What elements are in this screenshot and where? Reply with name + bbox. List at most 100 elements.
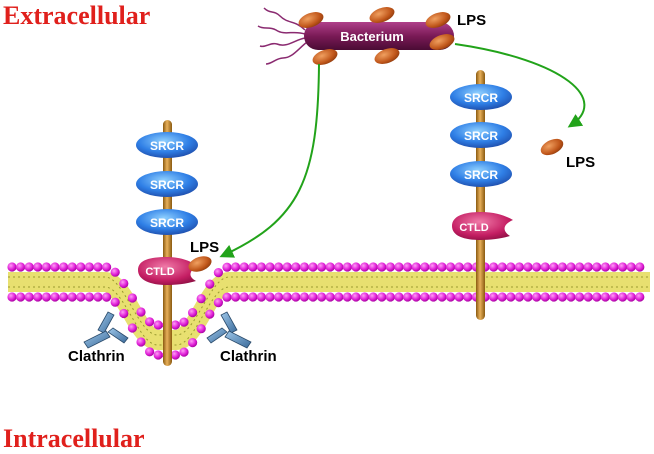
lipid-head <box>609 292 619 302</box>
clathrin-icon <box>83 311 129 349</box>
lipid-head <box>385 292 395 302</box>
lipid-head <box>170 350 180 360</box>
bacterium: Bacterium LPS <box>257 7 486 65</box>
lipid-head <box>299 262 309 272</box>
lipid-head <box>454 262 464 272</box>
lipid-head <box>394 262 404 272</box>
lipid-head <box>583 262 593 272</box>
lipid-head <box>342 292 352 302</box>
srcr-domain: SRCR <box>136 209 198 235</box>
lipid-head <box>196 324 206 334</box>
lipid-head <box>274 262 284 272</box>
lipid-head <box>497 292 507 302</box>
lipid-head <box>239 292 249 302</box>
lipid-head <box>454 292 464 302</box>
lipid-head <box>33 262 43 272</box>
receptor-left: SRCR SRCR SRCR CTLD LPS <box>136 120 219 366</box>
lipid-head <box>222 262 232 272</box>
bacterium-label: Bacterium <box>340 29 404 44</box>
lipid-head <box>334 292 344 302</box>
lipid-head <box>59 292 69 302</box>
lipid-head <box>506 262 516 272</box>
srcr-domain: SRCR <box>136 171 198 197</box>
lipid-head <box>291 292 301 302</box>
lipid-head <box>540 292 550 302</box>
lipid-head <box>523 262 533 272</box>
lipid-head <box>93 262 103 272</box>
lipid-head <box>136 307 146 317</box>
lipid-head <box>282 292 292 302</box>
lipid-head <box>549 292 559 302</box>
lipid-head <box>110 267 120 277</box>
ctld-domain: CTLD <box>452 212 513 240</box>
lipid-head <box>188 308 198 318</box>
lipid-head <box>428 292 438 302</box>
lipid-head <box>274 292 284 302</box>
clathrin-right: Clathrin <box>206 311 277 365</box>
lipid-head <box>437 292 447 302</box>
lipid-head <box>102 292 112 302</box>
lipid-head <box>351 292 361 302</box>
lipid-head <box>532 262 542 272</box>
lipid-head <box>609 262 619 272</box>
clathrin-label-left: Clathrin <box>68 348 125 365</box>
svg-text:SRCR: SRCR <box>150 216 184 230</box>
lipid-head <box>317 262 327 272</box>
lipid-head <box>360 292 370 302</box>
lipid-bilayer <box>7 262 650 360</box>
lipid-head <box>153 320 163 330</box>
bacterium-lps <box>298 7 455 65</box>
lipid-head <box>540 262 550 272</box>
arrow-to-free-lps <box>454 43 586 128</box>
lipid-head <box>360 262 370 272</box>
bacterium-body <box>304 22 454 50</box>
lipid-head <box>575 262 585 272</box>
lipid-head <box>575 292 585 302</box>
lipid-head <box>110 297 120 307</box>
lipid-head <box>618 262 628 272</box>
lipid-head <box>127 293 137 303</box>
arrow-to-ctld <box>219 63 320 258</box>
lipid-head <box>41 292 52 302</box>
lipid-head <box>368 262 378 272</box>
lipid-head <box>179 347 189 357</box>
lipid-heads <box>7 262 645 360</box>
lipid-head <box>282 262 292 272</box>
lipid-head <box>411 262 421 272</box>
lipid-head <box>145 317 155 327</box>
lipid-head <box>16 262 26 272</box>
srcr-domain: SRCR <box>136 132 198 158</box>
lipid-head <box>84 292 94 302</box>
lipid-head <box>188 338 198 348</box>
lipid-head <box>248 292 258 302</box>
lipid-head <box>308 292 318 302</box>
lipid-head <box>411 292 421 302</box>
lipid-head <box>59 262 69 272</box>
lipid-head <box>446 292 456 302</box>
lipid-head <box>231 262 241 272</box>
receptor-right: SRCR SRCR SRCR CTLD <box>450 70 513 320</box>
svg-text:SRCR: SRCR <box>464 91 498 105</box>
extracellular-label: Extracellular <box>3 1 151 30</box>
lipid-head <box>428 262 438 272</box>
lipid-head <box>50 262 60 272</box>
lipid-head <box>325 262 335 272</box>
lipid-head <box>566 262 576 272</box>
lipid-head <box>265 262 275 272</box>
lipid-head <box>93 292 103 302</box>
clathrin-left: Clathrin <box>68 311 129 365</box>
lipid-head <box>368 292 378 302</box>
lipid-head <box>291 262 301 272</box>
lipid-head <box>213 298 223 308</box>
lipid-head <box>514 262 525 272</box>
svg-text:SRCR: SRCR <box>464 168 498 182</box>
lipid-head <box>7 292 17 302</box>
lipid-head <box>566 292 576 302</box>
lipid-head <box>119 278 129 289</box>
lps-molecule <box>298 12 324 28</box>
srcr-domain: SRCR <box>450 84 512 110</box>
lipid-head <box>635 292 645 302</box>
lipid-head <box>532 292 542 302</box>
lipid-head <box>248 262 258 272</box>
svg-text:SRCR: SRCR <box>150 139 184 153</box>
